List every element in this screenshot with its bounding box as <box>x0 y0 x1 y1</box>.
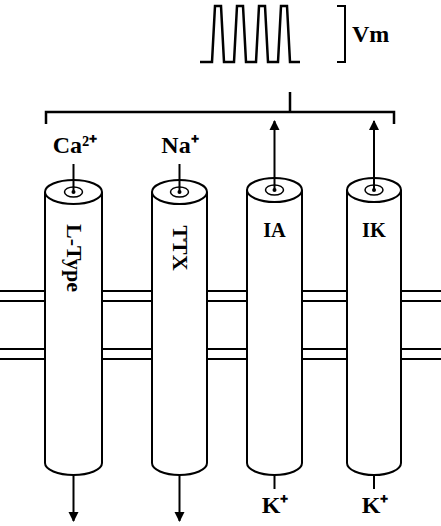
channel-cylinder: IK <box>347 178 401 475</box>
spike-trace <box>200 6 300 62</box>
span-bracket <box>46 92 394 124</box>
scale-label: Vm <box>352 22 389 46</box>
channel-name: L-Type <box>63 224 85 292</box>
ion-flux <box>74 121 375 521</box>
cylinder-outline <box>152 180 207 475</box>
channel-name: TTX <box>169 225 191 270</box>
channel-name: IK <box>347 220 401 240</box>
channel-cylinder: L-Type <box>45 180 102 475</box>
ion-label: Ca²⁺ <box>53 133 98 157</box>
scale-bracket <box>337 6 345 62</box>
membrane <box>0 291 441 359</box>
ion-label: K⁺ <box>262 493 289 517</box>
channel-cylinder: TTX <box>152 180 207 475</box>
ion-label: K⁺ <box>362 493 389 517</box>
ion-label: Na⁺ <box>161 133 198 157</box>
channel-name: IA <box>247 220 302 240</box>
channel-cylinder: IA <box>247 178 302 475</box>
